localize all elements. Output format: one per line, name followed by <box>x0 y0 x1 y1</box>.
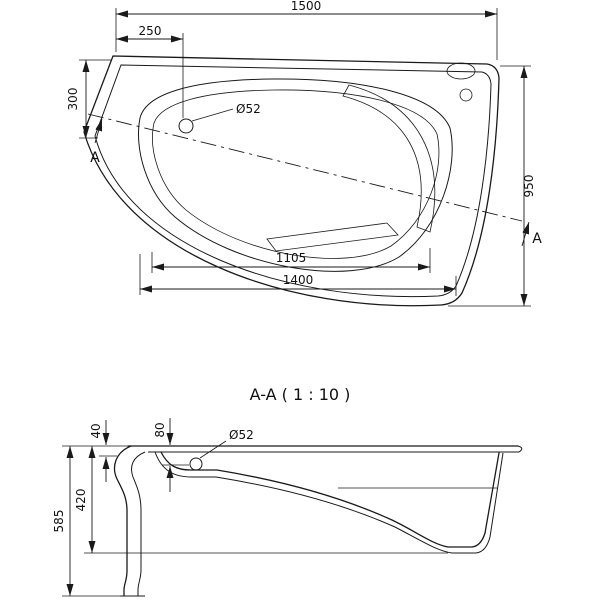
dim-label-250: 250 <box>139 24 162 38</box>
drain-hole <box>178 118 194 134</box>
faucet-mount-bump <box>446 62 476 80</box>
armrest-band <box>342 84 436 233</box>
drain-leader-line <box>191 108 234 122</box>
section-label-right: A <box>532 231 542 247</box>
dim-label-1500: 1500 <box>291 0 322 13</box>
section-title: A-A ( 1 : 10 ) <box>250 385 351 404</box>
dim-label-1105: 1105 <box>276 251 307 265</box>
tub-outer-rim-outline <box>83 55 500 307</box>
section-drain-hole <box>189 457 203 471</box>
section-drain-leader <box>199 440 227 459</box>
dim-label-300: 300 <box>66 88 80 111</box>
dim-label-420: 420 <box>74 489 88 512</box>
dim-label-80: 80 <box>153 422 167 437</box>
shell-outer-profile <box>154 451 504 554</box>
dim-label-40: 40 <box>89 423 103 438</box>
dim-label-585: 585 <box>52 510 66 533</box>
section-arrow-right <box>521 221 530 247</box>
basin-inner-edge <box>152 89 440 259</box>
top-view: Ø52 A A 1500 250 300 950 1105 <box>66 0 542 307</box>
section-arrow-left <box>94 118 103 144</box>
dim-label-950: 950 <box>522 175 536 198</box>
drain-diameter-label: Ø52 <box>236 102 261 116</box>
section-drain-diameter-label: Ø52 <box>229 428 254 442</box>
apron-outer-curve <box>113 445 132 597</box>
seat-ledge <box>266 222 399 252</box>
faucet-hole <box>459 88 473 102</box>
dim-label-1400: 1400 <box>283 273 314 287</box>
rim-underside-line <box>148 445 523 453</box>
basin-outer-edge <box>138 78 453 272</box>
section-label-left: A <box>90 150 100 166</box>
section-view: A-A ( 1 : 10 ) Ø52 40 80 420 <box>52 385 523 597</box>
apron-inner-curve <box>131 451 146 596</box>
basin-inner-profile <box>160 451 500 548</box>
section-cut-line <box>87 113 523 222</box>
